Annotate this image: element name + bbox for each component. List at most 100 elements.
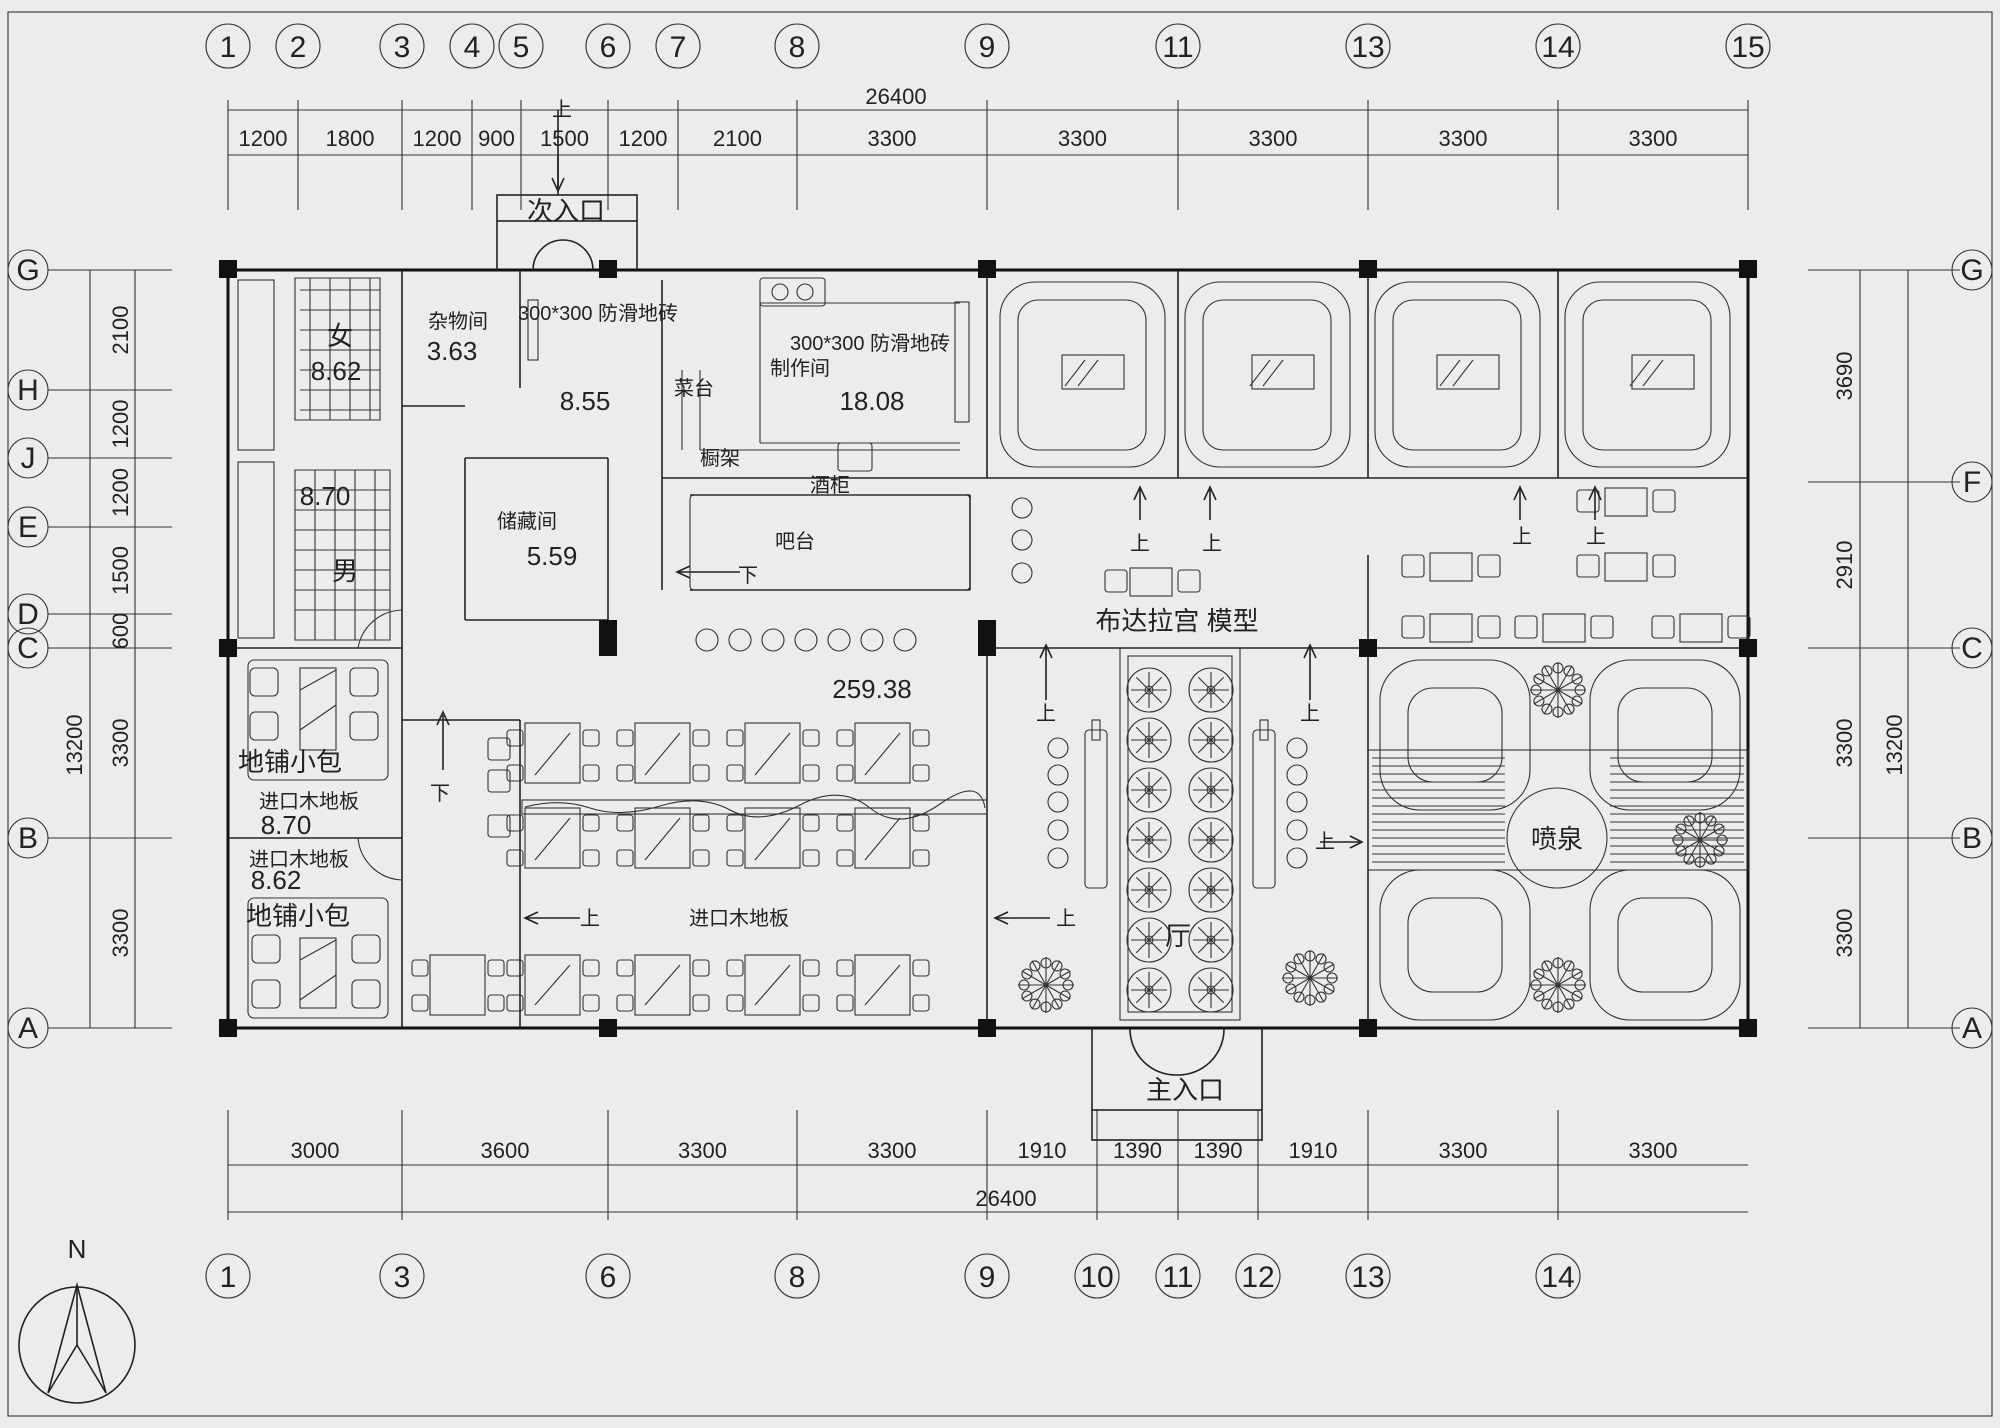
- axis-bubble-right: G: [1951, 249, 1993, 291]
- axis-bubble-bottom: 9: [964, 1253, 1010, 1299]
- axis-bubble-top: 7: [655, 23, 701, 69]
- axis-bubble-top: 5: [498, 23, 544, 69]
- dimension-bottom: 1390: [1113, 1138, 1162, 1163]
- dimension-right: 3300: [1832, 909, 1857, 958]
- dimension-top: 3300: [1629, 126, 1678, 151]
- axis-label: 1: [220, 1261, 237, 1294]
- axis-bubble-bottom: 3: [379, 1253, 425, 1299]
- axis-label: 12: [1241, 1261, 1274, 1294]
- room-label-up-left: 上: [580, 907, 600, 930]
- dimension-left: 1200: [108, 400, 133, 449]
- axis-label: 14: [1541, 1261, 1574, 1294]
- axis-bubble-top: 1: [205, 23, 251, 69]
- room-label-bar-down: 下: [738, 565, 758, 587]
- dimension-bottom: 3600: [481, 1138, 530, 1163]
- axis-bubble-bottom: 12: [1235, 1253, 1281, 1299]
- axis-label: 11: [1162, 31, 1193, 64]
- axis-label: C: [1961, 632, 1983, 665]
- room-label-fountain: 喷泉: [1531, 824, 1583, 854]
- axis-label: E: [18, 511, 38, 544]
- axis-bubble-bottom: 1: [205, 1253, 251, 1299]
- room-label-secondary-up: 上: [552, 98, 572, 121]
- dimension-bottom: 3300: [868, 1138, 917, 1163]
- axis-label: G: [16, 254, 39, 287]
- axis-bubble-right: A: [1951, 1007, 1993, 1049]
- dimension-right: 2910: [1832, 541, 1857, 590]
- room-label-floor-2: 进口木地板: [249, 848, 349, 871]
- axis-bubble-top: 6: [585, 23, 631, 69]
- dimension-bottom: 1910: [1289, 1138, 1338, 1163]
- dimension-bottom: 3300: [1629, 1138, 1678, 1163]
- dimension-left: 3300: [108, 909, 133, 958]
- axis-bubble-left: C: [7, 627, 70, 669]
- room-label-floor-1: 进口木地板: [259, 790, 359, 813]
- axis-bubble-left: G: [7, 249, 70, 291]
- axis-label: 2: [290, 31, 307, 64]
- room-label-tile-note-1: 300*300 防滑地砖: [518, 302, 678, 325]
- room-label-hall-label: 厅: [1165, 921, 1191, 951]
- axis-bubble-top: 9: [964, 23, 1010, 69]
- room-label-store-room: 储藏间: [497, 510, 557, 533]
- room-label-up-b: 上: [1202, 532, 1222, 555]
- dimension-total-right: 13200: [1882, 714, 1907, 775]
- room-label-wine-cabinet: 酒柜: [810, 474, 850, 497]
- room-label-main-entrance: 主入口: [1146, 1075, 1224, 1105]
- axis-bubble-top: 8: [774, 23, 820, 69]
- dimension-bottom: 1390: [1194, 1138, 1243, 1163]
- north-label: N: [68, 1234, 87, 1264]
- axis-bubble-top: 2: [275, 23, 321, 69]
- axis-label: D: [17, 598, 39, 631]
- room-label-mens-area: 8.70: [300, 481, 351, 511]
- dimension-top: 3300: [1249, 126, 1298, 151]
- axis-label: H: [17, 374, 39, 407]
- dimension-top: 1200: [619, 126, 668, 151]
- room-label-up-d: 上: [1586, 525, 1606, 548]
- axis-label: 6: [600, 31, 617, 64]
- axis-label: F: [1963, 466, 1981, 499]
- axis-label: C: [17, 632, 39, 665]
- axis-bubble-left: D: [7, 593, 70, 635]
- axis-label: J: [21, 442, 36, 475]
- axis-label: 3: [394, 31, 411, 64]
- axis-bubble-left: E: [7, 506, 70, 548]
- room-label-up-e: 上: [1036, 702, 1056, 725]
- axis-label: 3: [394, 1261, 411, 1294]
- axis-label: 13: [1351, 31, 1384, 64]
- axis-bubble-top: 3: [379, 23, 425, 69]
- room-label-up-g: 上: [1315, 830, 1335, 853]
- axis-label: 8: [789, 31, 806, 64]
- axis-bubble-bottom: 6: [585, 1253, 631, 1299]
- room-label-down: 下: [430, 783, 450, 805]
- room-label-kitchen: 制作间: [770, 357, 830, 380]
- axis-bubble-top: 4: [449, 23, 495, 69]
- axis-bubble-left: A: [7, 1007, 70, 1049]
- room-label-bar: 吧台: [775, 530, 815, 553]
- axis-label: 10: [1080, 1261, 1113, 1294]
- dimension-left: 2100: [108, 306, 133, 355]
- dimension-top: 3300: [868, 126, 917, 151]
- dimension-right: 3690: [1832, 352, 1857, 401]
- dimension-top: 3300: [1439, 126, 1488, 151]
- room-label-up-c: 上: [1512, 525, 1532, 548]
- axis-bubble-left: B: [7, 817, 70, 859]
- room-label-up-mid: 上: [1056, 907, 1076, 930]
- dimension-bottom: 3000: [291, 1138, 340, 1163]
- axis-bubble-right: B: [1951, 817, 1993, 859]
- axis-bubble-top: 15: [1725, 23, 1771, 69]
- room-label-up-a: 上: [1130, 532, 1150, 555]
- room-label-private-2-area: 8.62: [251, 865, 302, 895]
- room-label-corridor-area: 8.55: [560, 386, 611, 416]
- dimension-left: 3300: [108, 719, 133, 768]
- room-label-private-1-area: 8.70: [261, 810, 312, 840]
- dimension-left: 1500: [108, 546, 133, 595]
- room-label-up-f: 上: [1300, 702, 1320, 725]
- axis-bubble-left: J: [7, 437, 70, 479]
- dimension-total-left: 13200: [62, 714, 87, 775]
- room-label-hall-area: 259.38: [832, 674, 912, 704]
- plan-linework: [7, 11, 1993, 1417]
- dimension-total-top: 26400: [865, 84, 926, 109]
- axis-bubble-bottom: 10: [1074, 1253, 1120, 1299]
- axis-label: 9: [979, 31, 996, 64]
- room-label-secondary-entrance: 次入口: [527, 196, 605, 226]
